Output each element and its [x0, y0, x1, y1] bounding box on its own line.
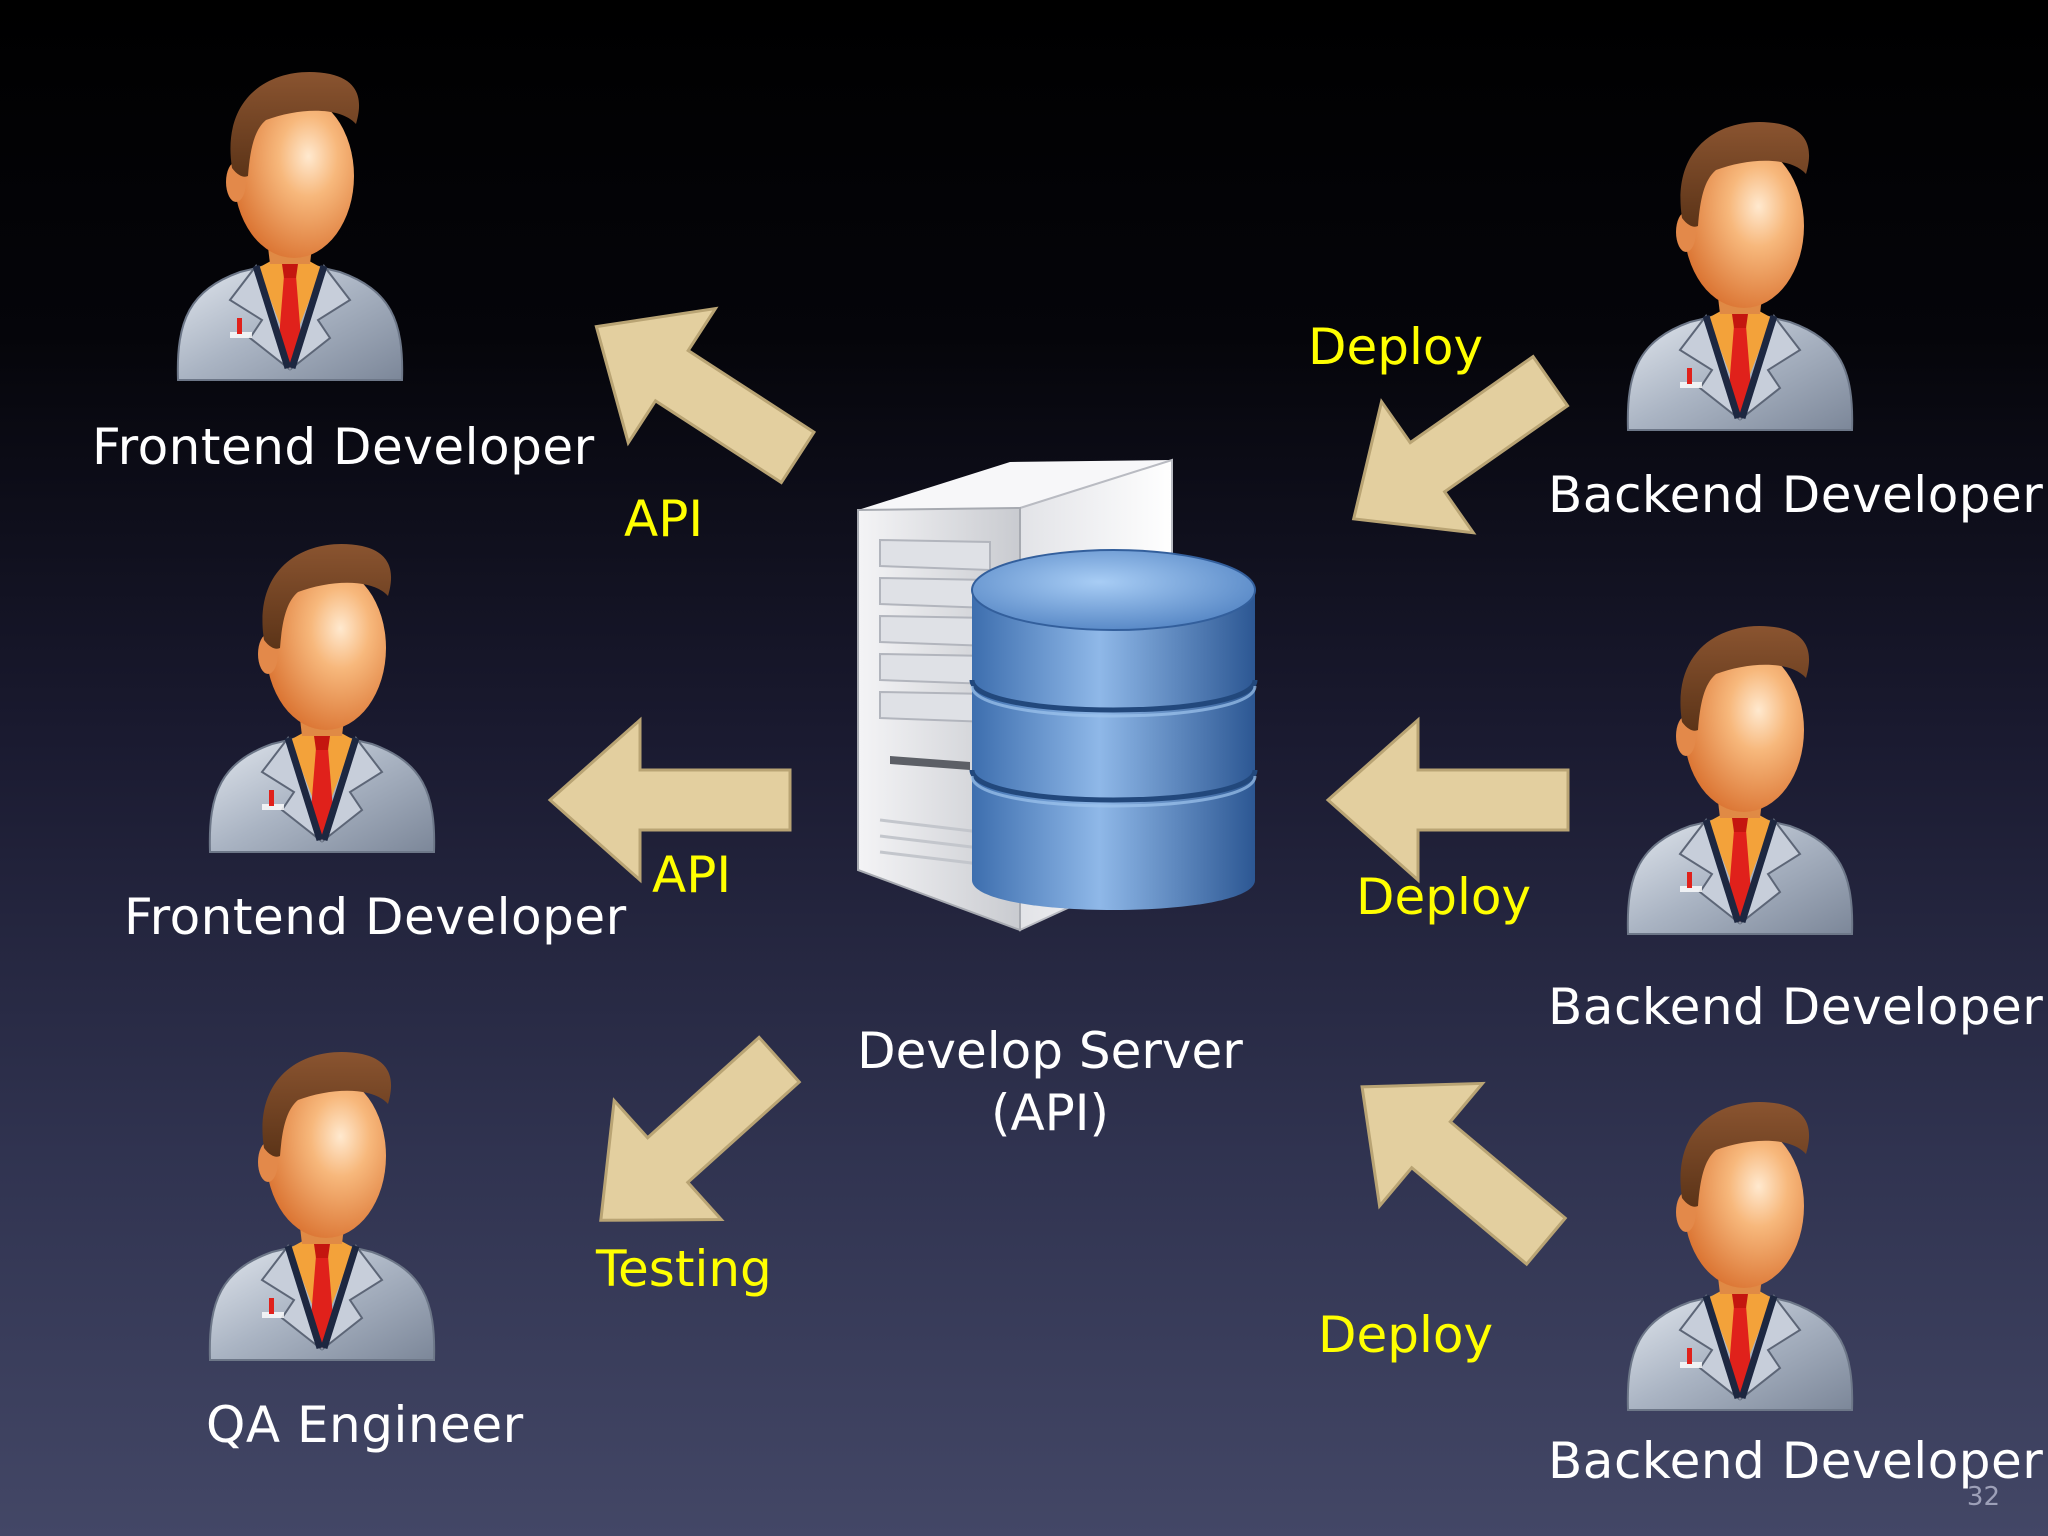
backend-developer-1-label: Backend Developer — [1548, 466, 2044, 524]
api-arrow-1-icon — [553, 260, 841, 525]
deploy-label-3: Deploy — [1318, 1306, 1494, 1364]
deploy-arrow-2-icon — [1325, 716, 1570, 884]
frontend-developer-1-label: Frontend Developer — [92, 418, 595, 476]
api-label-1: API — [624, 490, 704, 548]
slide-number: 32 — [1966, 1482, 2000, 1512]
develop-server-label: Develop Server (API) — [820, 1020, 1280, 1144]
qa-engineer-label: QA Engineer — [206, 1396, 524, 1454]
testing-label: Testing — [596, 1240, 772, 1298]
deploy-label-2: Deploy — [1356, 868, 1532, 926]
deploy-arrow-1-icon — [1308, 316, 1596, 585]
backend-developer-2-label: Backend Developer — [1548, 978, 2044, 1036]
develop-server-icon — [840, 440, 1270, 950]
backend-developer-3-icon — [1620, 1080, 1860, 1420]
backend-developer-2-icon — [1620, 604, 1860, 944]
frontend-developer-1-icon — [170, 50, 410, 390]
deploy-arrow-3-icon — [1311, 1026, 1598, 1303]
backend-developer-1-icon — [1620, 100, 1860, 440]
api-arrow-2-icon — [547, 716, 792, 884]
frontend-developer-2-icon — [202, 522, 442, 862]
api-label-2: API — [652, 846, 732, 904]
frontend-developer-2-label: Frontend Developer — [124, 888, 627, 946]
qa-engineer-icon — [202, 1030, 442, 1370]
deploy-label-1: Deploy — [1308, 318, 1484, 376]
develop-server-type: (API) — [990, 1084, 1110, 1142]
backend-developer-3-label: Backend Developer — [1548, 1432, 2044, 1490]
develop-server-name: Develop Server — [857, 1022, 1243, 1080]
testing-arrow-icon — [547, 1000, 832, 1279]
